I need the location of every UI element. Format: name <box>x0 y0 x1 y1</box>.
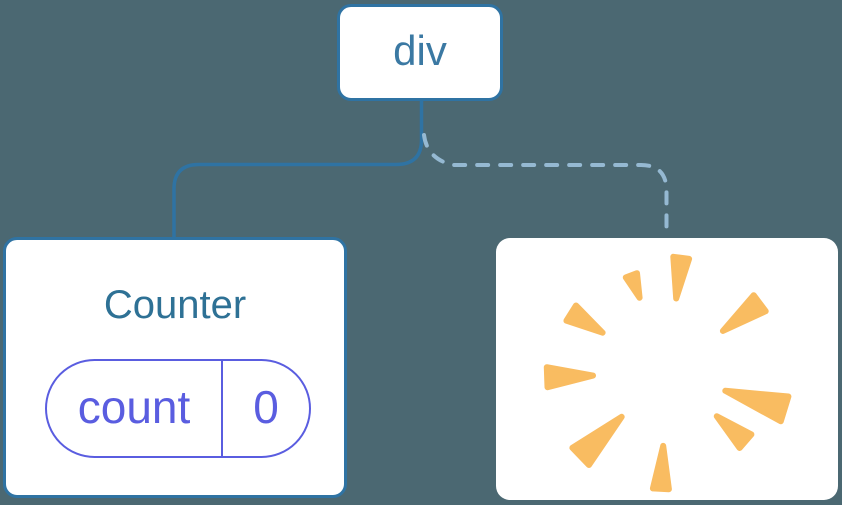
counter-node-title: Counter <box>103 283 247 327</box>
dashed-edge-div-to-removed <box>422 133 669 235</box>
poof-wedge <box>713 413 755 451</box>
removed-node <box>496 238 838 500</box>
counter-node: Counter count 0 <box>3 237 347 498</box>
state-key: count <box>77 380 191 433</box>
poof-wedge <box>543 364 596 391</box>
poof-wedge <box>649 442 672 493</box>
root-node-div: div <box>337 4 503 101</box>
poof-wedge <box>563 302 606 336</box>
root-node-label: div <box>393 26 447 74</box>
poof-wedge <box>670 253 693 302</box>
solid-edge-div-to-counter <box>172 99 424 238</box>
state-value: 0 <box>221 361 309 456</box>
state-pill: count 0 <box>45 359 311 458</box>
poof-wedge <box>622 270 643 301</box>
poof-icon <box>543 253 792 493</box>
poof-wedge <box>569 413 625 468</box>
poof-wedge <box>722 387 792 425</box>
poof-wedge <box>719 292 769 334</box>
